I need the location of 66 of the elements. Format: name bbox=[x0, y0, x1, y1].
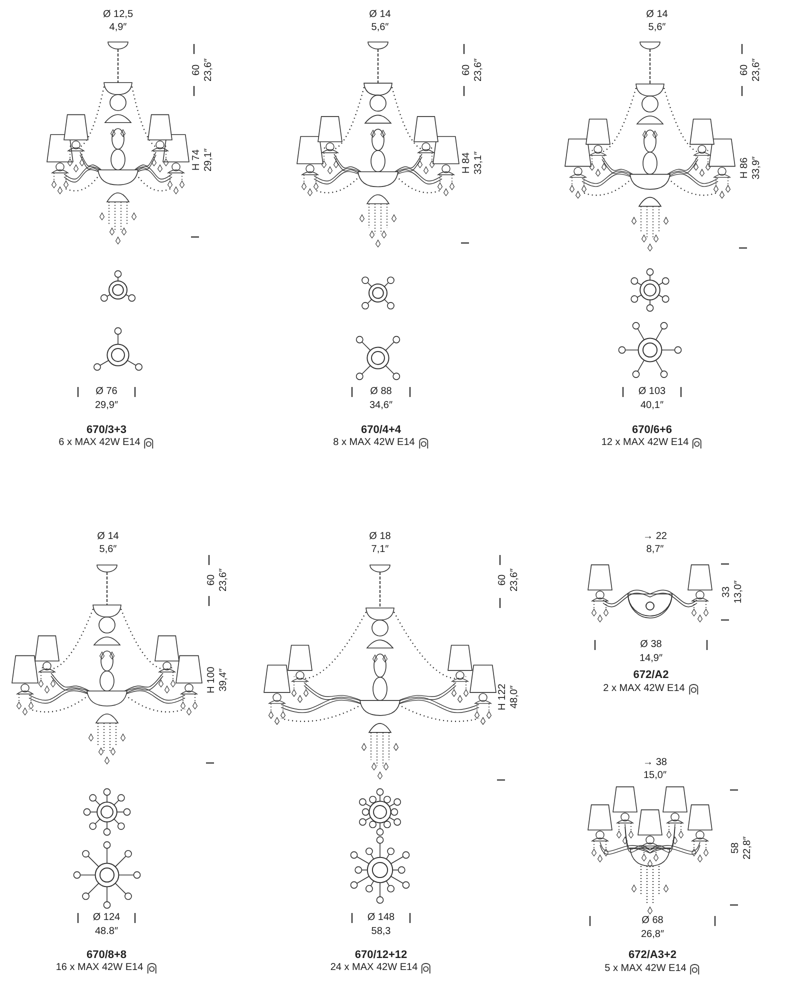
spec-text: 6 x MAX 42W E14 bbox=[58, 437, 140, 449]
model-number: 670/3+3 bbox=[86, 424, 127, 436]
dimension-label: Ø 88 bbox=[370, 386, 392, 398]
model-number: 670/12+12 bbox=[354, 949, 408, 961]
dimension-label: 23,6″ bbox=[509, 568, 521, 592]
model-number: 672/A2 bbox=[633, 669, 669, 681]
spec-text: 2 x MAX 42W E14 bbox=[603, 683, 685, 695]
dimension-label: 15,0″ bbox=[644, 770, 666, 782]
dimension-label: 23,6″ bbox=[751, 58, 763, 82]
model-number: 670/8+8 bbox=[86, 949, 127, 961]
dimension-label: Ø 14 bbox=[369, 9, 391, 21]
dimension-label: Ø 124 bbox=[92, 912, 120, 924]
dimension-label: 5,6″ bbox=[648, 22, 666, 34]
dimension-label: 33,9″ bbox=[751, 156, 763, 180]
dimension-label: 60 bbox=[191, 64, 203, 76]
dimension-label: 23,6″ bbox=[218, 568, 230, 592]
dimension-label: 23,6″ bbox=[203, 58, 215, 82]
spec-text: 12 x MAX 42W E14 bbox=[601, 437, 689, 449]
model-number: 670/4+4 bbox=[360, 424, 402, 436]
dimension-label: → 38 bbox=[643, 757, 667, 769]
dimension-label: 22,8″ bbox=[742, 836, 754, 860]
dimension-label: H 74 bbox=[191, 149, 203, 171]
dimension-label: H 100 bbox=[206, 666, 218, 694]
dimension-label: H 86 bbox=[739, 157, 751, 179]
dimension-label: 26,8″ bbox=[641, 929, 664, 941]
dimension-label: Ø 14 bbox=[646, 9, 668, 21]
dimension-label: 58 bbox=[730, 842, 742, 854]
dimension-label: 33,1″ bbox=[473, 152, 485, 174]
dimension-label: 60 bbox=[461, 64, 473, 76]
dimension-label: 39,4″ bbox=[218, 668, 230, 692]
dimension-label: 33 bbox=[721, 586, 733, 598]
dimension-label: Ø 68 bbox=[642, 915, 664, 927]
dimension-label: 34,6″ bbox=[370, 400, 392, 412]
spec-text: 8 x MAX 42W E14 bbox=[333, 437, 415, 449]
dimension-label: Ø 103 bbox=[638, 386, 666, 398]
dimension-label: 48,0″ bbox=[509, 686, 521, 708]
dimension-label: Ø 38 bbox=[640, 639, 662, 651]
dimension-label: 60 bbox=[739, 64, 751, 76]
dimension-label: 7,1″ bbox=[371, 544, 389, 556]
spec-text: 5 x MAX 42W E14 bbox=[604, 963, 686, 975]
model-number: 670/6+6 bbox=[632, 424, 672, 436]
dimension-label: → 22 bbox=[643, 531, 667, 543]
dimension-label: H 122 bbox=[497, 684, 509, 710]
dimension-label: 4,9″ bbox=[109, 22, 127, 34]
dimension-label: 60 bbox=[497, 574, 509, 586]
dimension-label: 40,1″ bbox=[640, 400, 664, 412]
dimension-label: 13,0″ bbox=[733, 580, 745, 604]
dimension-label: Ø 12,5 bbox=[102, 9, 134, 21]
dimension-label: 48.8″ bbox=[95, 926, 118, 938]
dimension-label: Ø 148 bbox=[367, 912, 395, 924]
spec-text: 16 x MAX 42W E14 bbox=[56, 962, 144, 974]
spec-text: 24 x MAX 42W E14 bbox=[330, 962, 418, 974]
dimension-label: 5,6″ bbox=[371, 22, 389, 34]
dimension-label: H 84 bbox=[461, 152, 473, 174]
dimension-label: Ø 18 bbox=[369, 531, 391, 543]
dimension-label: 23,6″ bbox=[473, 58, 485, 82]
dimension-label: 29,1″ bbox=[203, 148, 215, 172]
dimension-label: Ø 76 bbox=[96, 386, 118, 398]
dimension-label: 29,9″ bbox=[95, 400, 118, 412]
model-number: 672/A3+2 bbox=[628, 949, 676, 961]
dimension-label: 8,7″ bbox=[646, 544, 664, 556]
dimension-label: 5,6″ bbox=[99, 544, 117, 556]
dimension-label: 58,3 bbox=[371, 926, 391, 938]
dimension-label: Ø 14 bbox=[97, 531, 119, 543]
dimension-label: 14,9″ bbox=[640, 653, 662, 665]
dimension-label: 60 bbox=[206, 574, 218, 586]
